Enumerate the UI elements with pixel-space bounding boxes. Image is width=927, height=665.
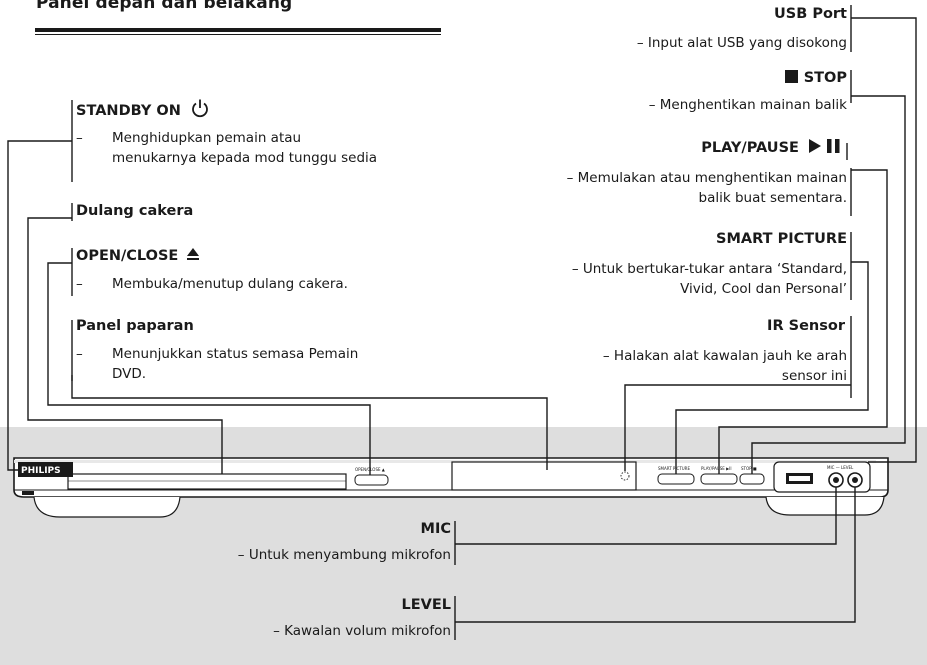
smart-picture-tag: SMART PICTURE <box>658 466 690 471</box>
title-underline <box>35 28 441 32</box>
brand-logo: PHILIPS <box>21 466 61 476</box>
mic-description: – Untuk menyambung mikrofon <box>237 547 451 563</box>
usb-port-label: USB Port <box>774 6 847 22</box>
mic-label: MIC <box>420 521 451 537</box>
stop-label: STOP <box>784 70 847 86</box>
power-icon <box>192 99 208 118</box>
standby-description: – Menghidupkan pemain atau menukarnya ke… <box>76 130 378 166</box>
stop-icon <box>784 70 798 83</box>
page-title: Panel depan dan belakang <box>36 0 293 13</box>
play-pause-label: PLAY/PAUSE <box>701 139 842 156</box>
play-pause-tag: PLAY/PAUSE ▶II <box>701 466 732 471</box>
smart-picture-description: – Untuk bertukar-tukar antara ‘Standard,… <box>571 261 847 297</box>
display-panel-label: Panel paparan <box>76 318 194 334</box>
leader-lines <box>7 5 917 640</box>
dvd-player <box>13 457 889 518</box>
smart-picture-label: SMART PICTURE <box>716 231 847 247</box>
standby-label: STANDBY ON <box>76 98 210 119</box>
play-pause-description: – Memulakan atau menghentikan mainan bal… <box>566 170 847 206</box>
display-panel-description: – Menunjukkan status semasa Pemain DVD. <box>76 346 359 382</box>
usb-port-description: – Input alat USB yang disokong <box>636 35 847 51</box>
eject-icon <box>187 248 200 260</box>
ir-sensor-description: – Halakan alat kawalan jauh ke arah sens… <box>602 348 847 384</box>
title-underline-thin <box>35 34 441 35</box>
mic-level-tag: MIC — LEVEL <box>827 465 854 470</box>
ir-sensor-label: IR Sensor <box>767 318 845 334</box>
stop-description: – Menghentikan mainan balik <box>648 97 847 113</box>
level-description: – Kawalan volum mikrofon <box>273 623 451 639</box>
open-close-label: OPEN/CLOSE <box>76 247 200 264</box>
stop-tag: STOP ■ <box>741 466 757 471</box>
open-close-description: – Membuka/menutup dulang cakera. <box>76 276 348 292</box>
disc-tray-label: Dulang cakera <box>76 203 194 219</box>
play-pause-icon <box>809 139 840 153</box>
level-label: LEVEL <box>401 597 451 613</box>
